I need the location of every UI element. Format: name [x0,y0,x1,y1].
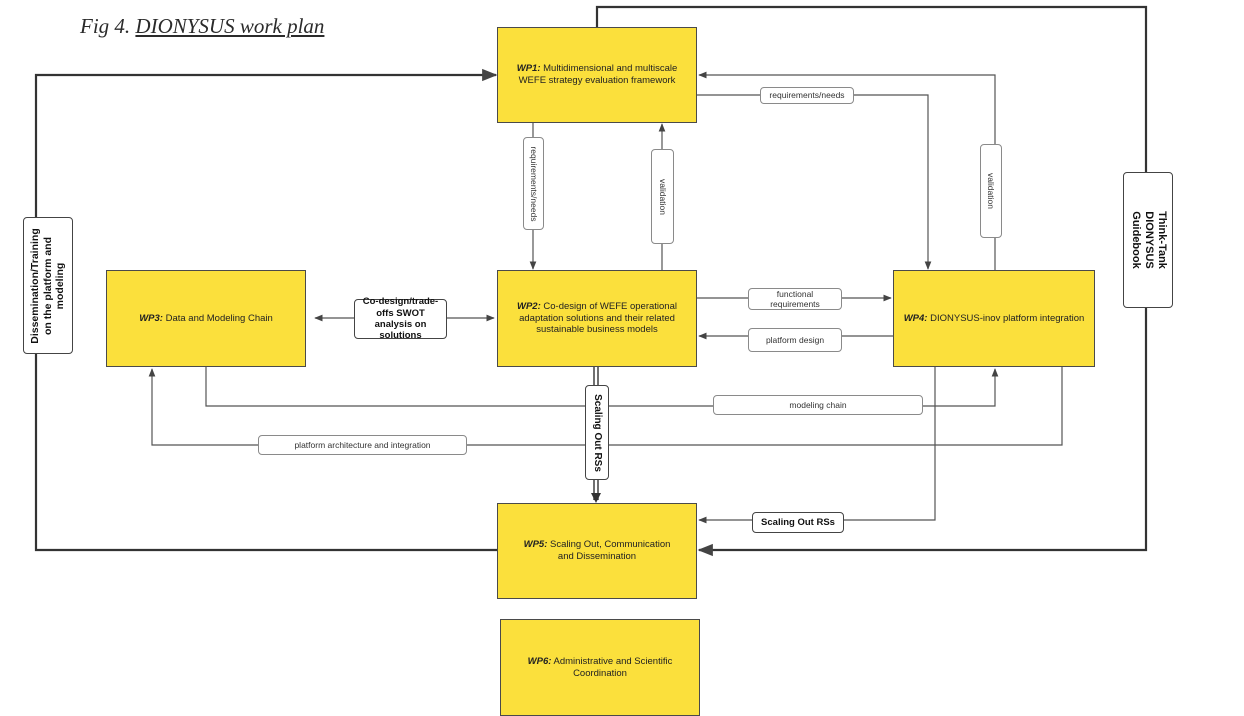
wp3-text: Data and Modeling Chain [162,312,273,324]
label-wp2-wp1-validation-text: validation [657,178,668,215]
label-wp4-wp1-validation-text: validation [986,173,997,209]
label-modeling-chain: modeling chain [713,395,923,415]
wp5-box: WP5: Scaling Out, Communication and Diss… [497,503,697,599]
wp3-id: WP3: [139,312,163,324]
label-dissemination-training-text: Dissemination/Training on the platform a… [29,227,67,344]
label-wp4-wp5-scaling-out: Scaling Out RSs [752,512,844,533]
wp5-text: Scaling Out, Communication and Dissemina… [547,539,671,562]
label-functional-requirements: functional requirements [748,288,842,310]
wp4-text: DIONYSUS-inov platform integration [927,312,1085,324]
label-think-tank-guidebook: Think-Tank DIONYSUS Guidebook [1123,172,1173,308]
wp4-to-wp1-arrow [698,71,996,270]
label-wp2-wp5-scaling-out: Scaling Out RSs [585,385,609,480]
label-wp1-wp4-requirements: requirements/needs [760,87,854,104]
wp2-id: WP2: [517,300,541,312]
think-tank-arrow [595,5,1148,557]
label-dissemination-training: Dissemination/Training on the platform a… [23,217,73,354]
label-codesign-swot: Co-design/trade-offs SWOT analysis on so… [354,296,447,341]
figure-caption: Fig 4. DIONYSUS work plan [80,14,324,39]
label-wp2-wp5-scaling-out-text: Scaling Out RSs [592,393,603,472]
label-wp2-wp1-validation: validation [651,149,674,244]
wp2-text: Co-design of WEFE operational adaptation… [519,300,677,336]
label-wp1-wp2-requirements-text: requirements/needs [528,145,539,222]
wp5-id: WP5: [523,539,548,551]
label-wp1-wp2-requirements: requirements/needs [523,137,544,230]
wp1-text: Multidimensional and multiscale WEFE str… [518,63,678,86]
wp4-id: WP4: [903,312,928,324]
wp3-box: WP3: Data and Modeling Chain [106,270,306,367]
wp6-box: WP6: Administrative and Scientific Coord… [500,619,700,716]
wp1-id: WP1: [516,63,541,75]
wp4-to-wp5-arrow [698,367,936,524]
wp2-to-wp5-arrowhead [591,493,601,503]
caption-prefix: Fig 4. [80,14,136,38]
label-platform-design: platform design [748,328,842,352]
label-wp4-wp1-validation: validation [980,144,1002,238]
wp4-box: WP4: DIONYSUS-inov platform integration [893,270,1095,367]
wp6-id: WP6: [527,655,552,667]
wp1-to-wp4-arrow [697,94,932,270]
wp2-box: WP2: Co-design of WEFE operational adapt… [497,270,697,367]
wp1-box: WP1: Multidimensional and multiscale WEF… [497,27,697,123]
wp6-text: Administrative and Scientific Coordinati… [551,655,673,679]
label-think-tank-guidebook-text: Think-Tank DIONYSUS Guidebook [1129,211,1168,269]
label-platform-architecture: platform architecture and integration [258,435,467,455]
caption-title: DIONYSUS work plan [135,14,325,38]
